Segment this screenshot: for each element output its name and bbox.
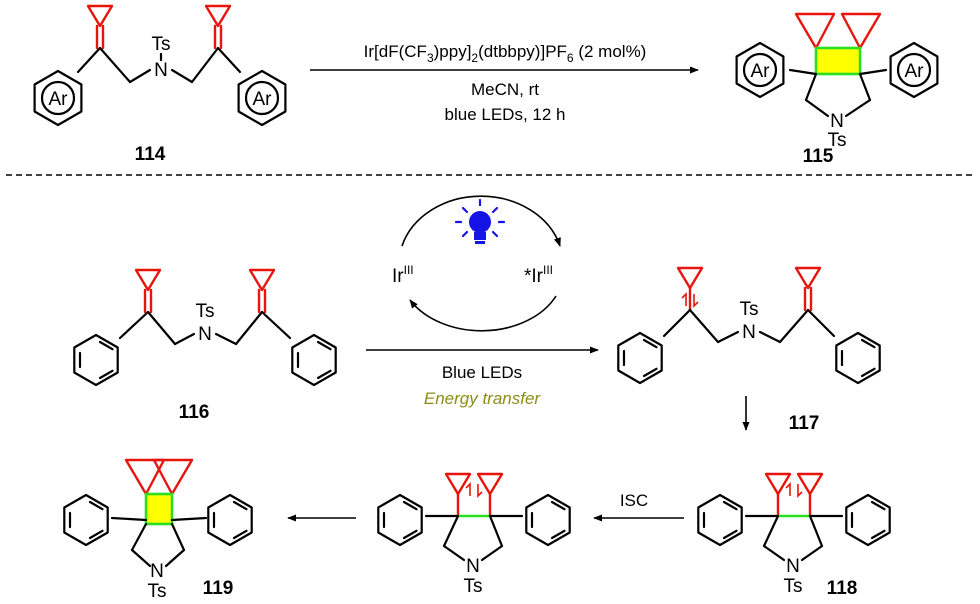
tosyl-label: Ts — [828, 130, 847, 151]
isc-label: ISC — [620, 491, 648, 510]
aryl-label-left: Ar — [49, 89, 69, 110]
tosyl-label: Ts — [196, 301, 215, 322]
solvent-temperature-label: MeCN, rt — [471, 80, 539, 99]
tosyl-label: Ts — [152, 34, 171, 55]
light-time-label: blue LEDs, 12 h — [445, 105, 566, 124]
compound-115: Ar Ar N Ts 115 — [735, 12, 939, 167]
compound-number-118: 118 — [827, 578, 858, 599]
blue-leds-label: Blue LEDs — [442, 363, 522, 382]
nitrogen-atom-label: N — [786, 556, 800, 577]
tosyl-label: Ts — [740, 299, 759, 320]
compound-number-116: 116 — [179, 402, 210, 423]
nitrogen-atom-label: N — [466, 556, 480, 577]
lightbulb-icon — [454, 198, 506, 244]
compound-118: N Ts 118 — [697, 472, 891, 599]
compound-number-114: 114 — [135, 144, 166, 165]
iridium-ground-state: IrIII — [392, 263, 414, 287]
nitrogen-atom-label: N — [150, 561, 164, 582]
energy-transfer-label: Energy transfer — [424, 389, 542, 408]
tosyl-label: Ts — [464, 576, 483, 597]
catalyst-label: Ir[dF(CF3)ppy]2(dtbbpy)]PF6 (2 mol%) — [364, 42, 647, 65]
nitrogen-atom-label: N — [742, 322, 756, 343]
compound-114: N Ts Ar Ar 114 — [33, 4, 287, 165]
compound-number-115: 115 — [803, 146, 834, 167]
aryl-label-left: Ar — [751, 61, 771, 82]
tosyl-label: Ts — [784, 576, 803, 597]
tosyl-label: Ts — [148, 581, 167, 602]
compound-number-119: 119 — [203, 578, 234, 599]
compound-117: N Ts 117 — [617, 266, 881, 434]
biradical-intermediate: N Ts — [377, 472, 571, 597]
catalytic-cycle: IrIII *IrIII — [392, 195, 561, 332]
nitrogen-atom-label: N — [198, 324, 212, 345]
aryl-label-right: Ar — [253, 89, 273, 110]
compound-number-117: 117 — [789, 413, 820, 434]
nitrogen-atom-label: N — [830, 111, 844, 132]
compound-116: N Ts 116 — [73, 268, 337, 423]
nitrogen-atom-label: N — [154, 60, 168, 81]
aryl-label-right: Ar — [905, 61, 925, 82]
iridium-excited-state: *IrIII — [524, 263, 553, 287]
compound-119: N Ts 119 — [63, 458, 253, 602]
